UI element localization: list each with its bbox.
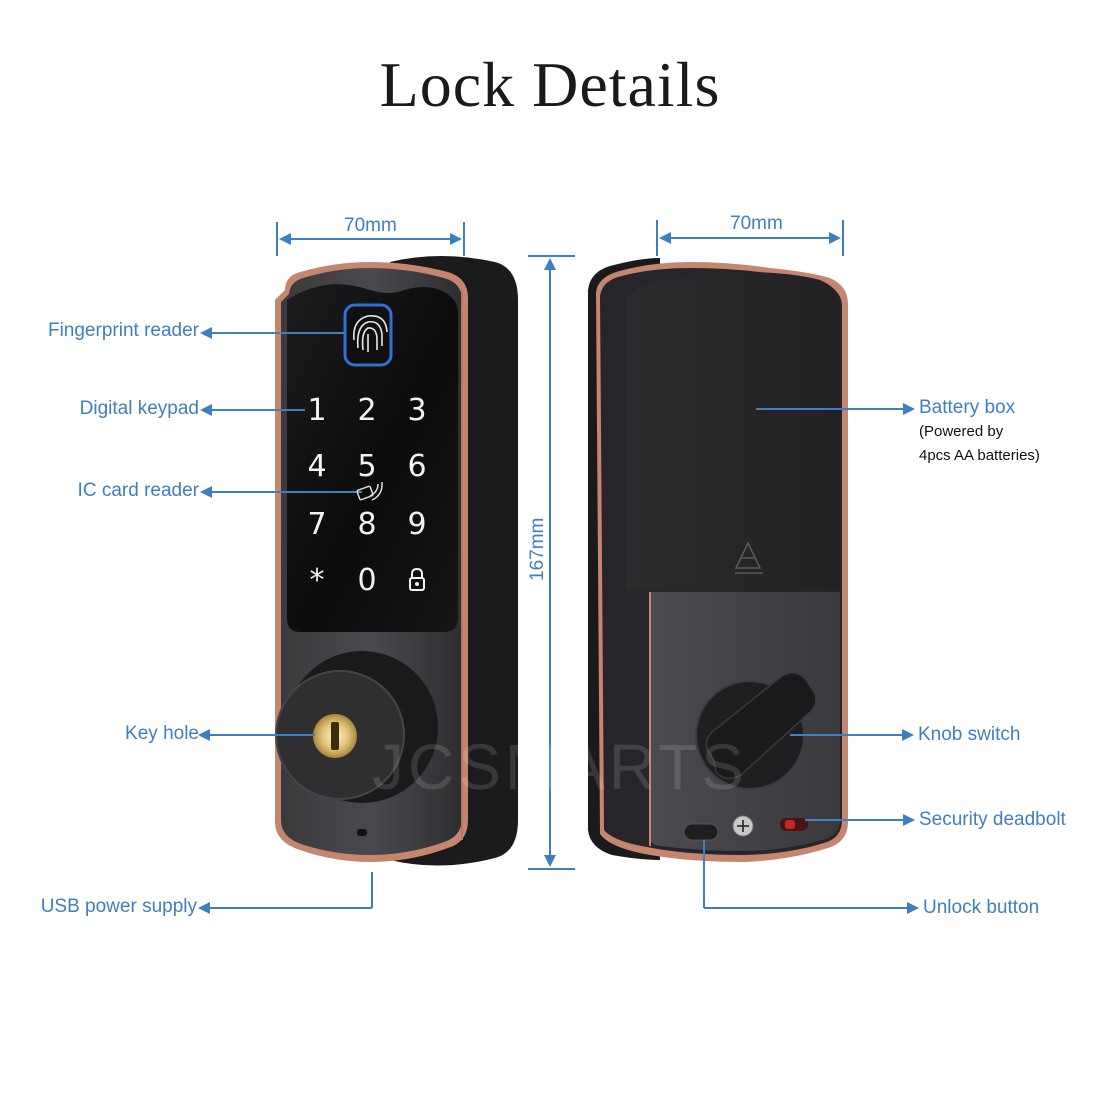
battery-note-line2: 4pcs AA batteries) — [919, 447, 1040, 464]
fingerprint-icon — [352, 315, 388, 352]
keypad-key-0[interactable]: 0 — [357, 563, 377, 598]
back-width-label: 70mm — [730, 213, 783, 234]
label-digital-keypad: Digital keypad — [79, 398, 199, 419]
label-usb-power-supply: USB power supply — [40, 896, 197, 917]
keypad-key-6[interactable]: 6 — [407, 449, 427, 484]
label-security-deadbolt: Security deadbolt — [919, 809, 1066, 830]
front-width-label: 70mm — [344, 215, 397, 236]
ic-card-icon — [356, 481, 383, 501]
keypad-key-4[interactable]: 4 — [307, 449, 327, 484]
label-unlock-button: Unlock button — [923, 897, 1040, 918]
label-knob-switch: Knob switch — [918, 724, 1021, 745]
keypad-glass — [287, 284, 458, 632]
slide-arrow-icon — [734, 541, 763, 574]
keypad-key-9[interactable]: 9 — [407, 507, 427, 542]
label-battery-box: Battery box — [919, 397, 1016, 418]
usb-port — [357, 829, 367, 836]
keypad-key-3[interactable]: 3 — [407, 393, 427, 428]
label-fingerprint-reader: Fingerprint reader — [47, 320, 199, 341]
keypad-key-star[interactable]: * — [309, 563, 325, 598]
keypad-key-8[interactable]: 8 — [357, 507, 377, 542]
battery-note-line1: (Powered by — [919, 423, 1004, 440]
front-lock — [275, 256, 518, 866]
battery-box-cover — [626, 272, 840, 590]
keypad-key-5[interactable]: 5 — [357, 449, 377, 484]
callout-lines — [198, 327, 919, 914]
watermark: JCSMARTS — [372, 731, 748, 803]
dimension-lines — [276, 220, 844, 870]
keypad-key-1[interactable]: 1 — [307, 393, 327, 428]
knob-switch-handle — [705, 672, 817, 780]
label-key-hole: Key hole — [125, 723, 199, 744]
keypad-lock-icon[interactable] — [407, 567, 427, 593]
keypad-key-2[interactable]: 2 — [357, 393, 377, 428]
label-ic-card-reader: IC card reader — [77, 480, 199, 501]
keypad-key-7[interactable]: 7 — [307, 507, 327, 542]
height-label: 167mm — [527, 517, 548, 581]
unlock-button — [683, 823, 719, 841]
page-title: Lock Details — [379, 49, 721, 120]
back-lock — [588, 258, 848, 862]
